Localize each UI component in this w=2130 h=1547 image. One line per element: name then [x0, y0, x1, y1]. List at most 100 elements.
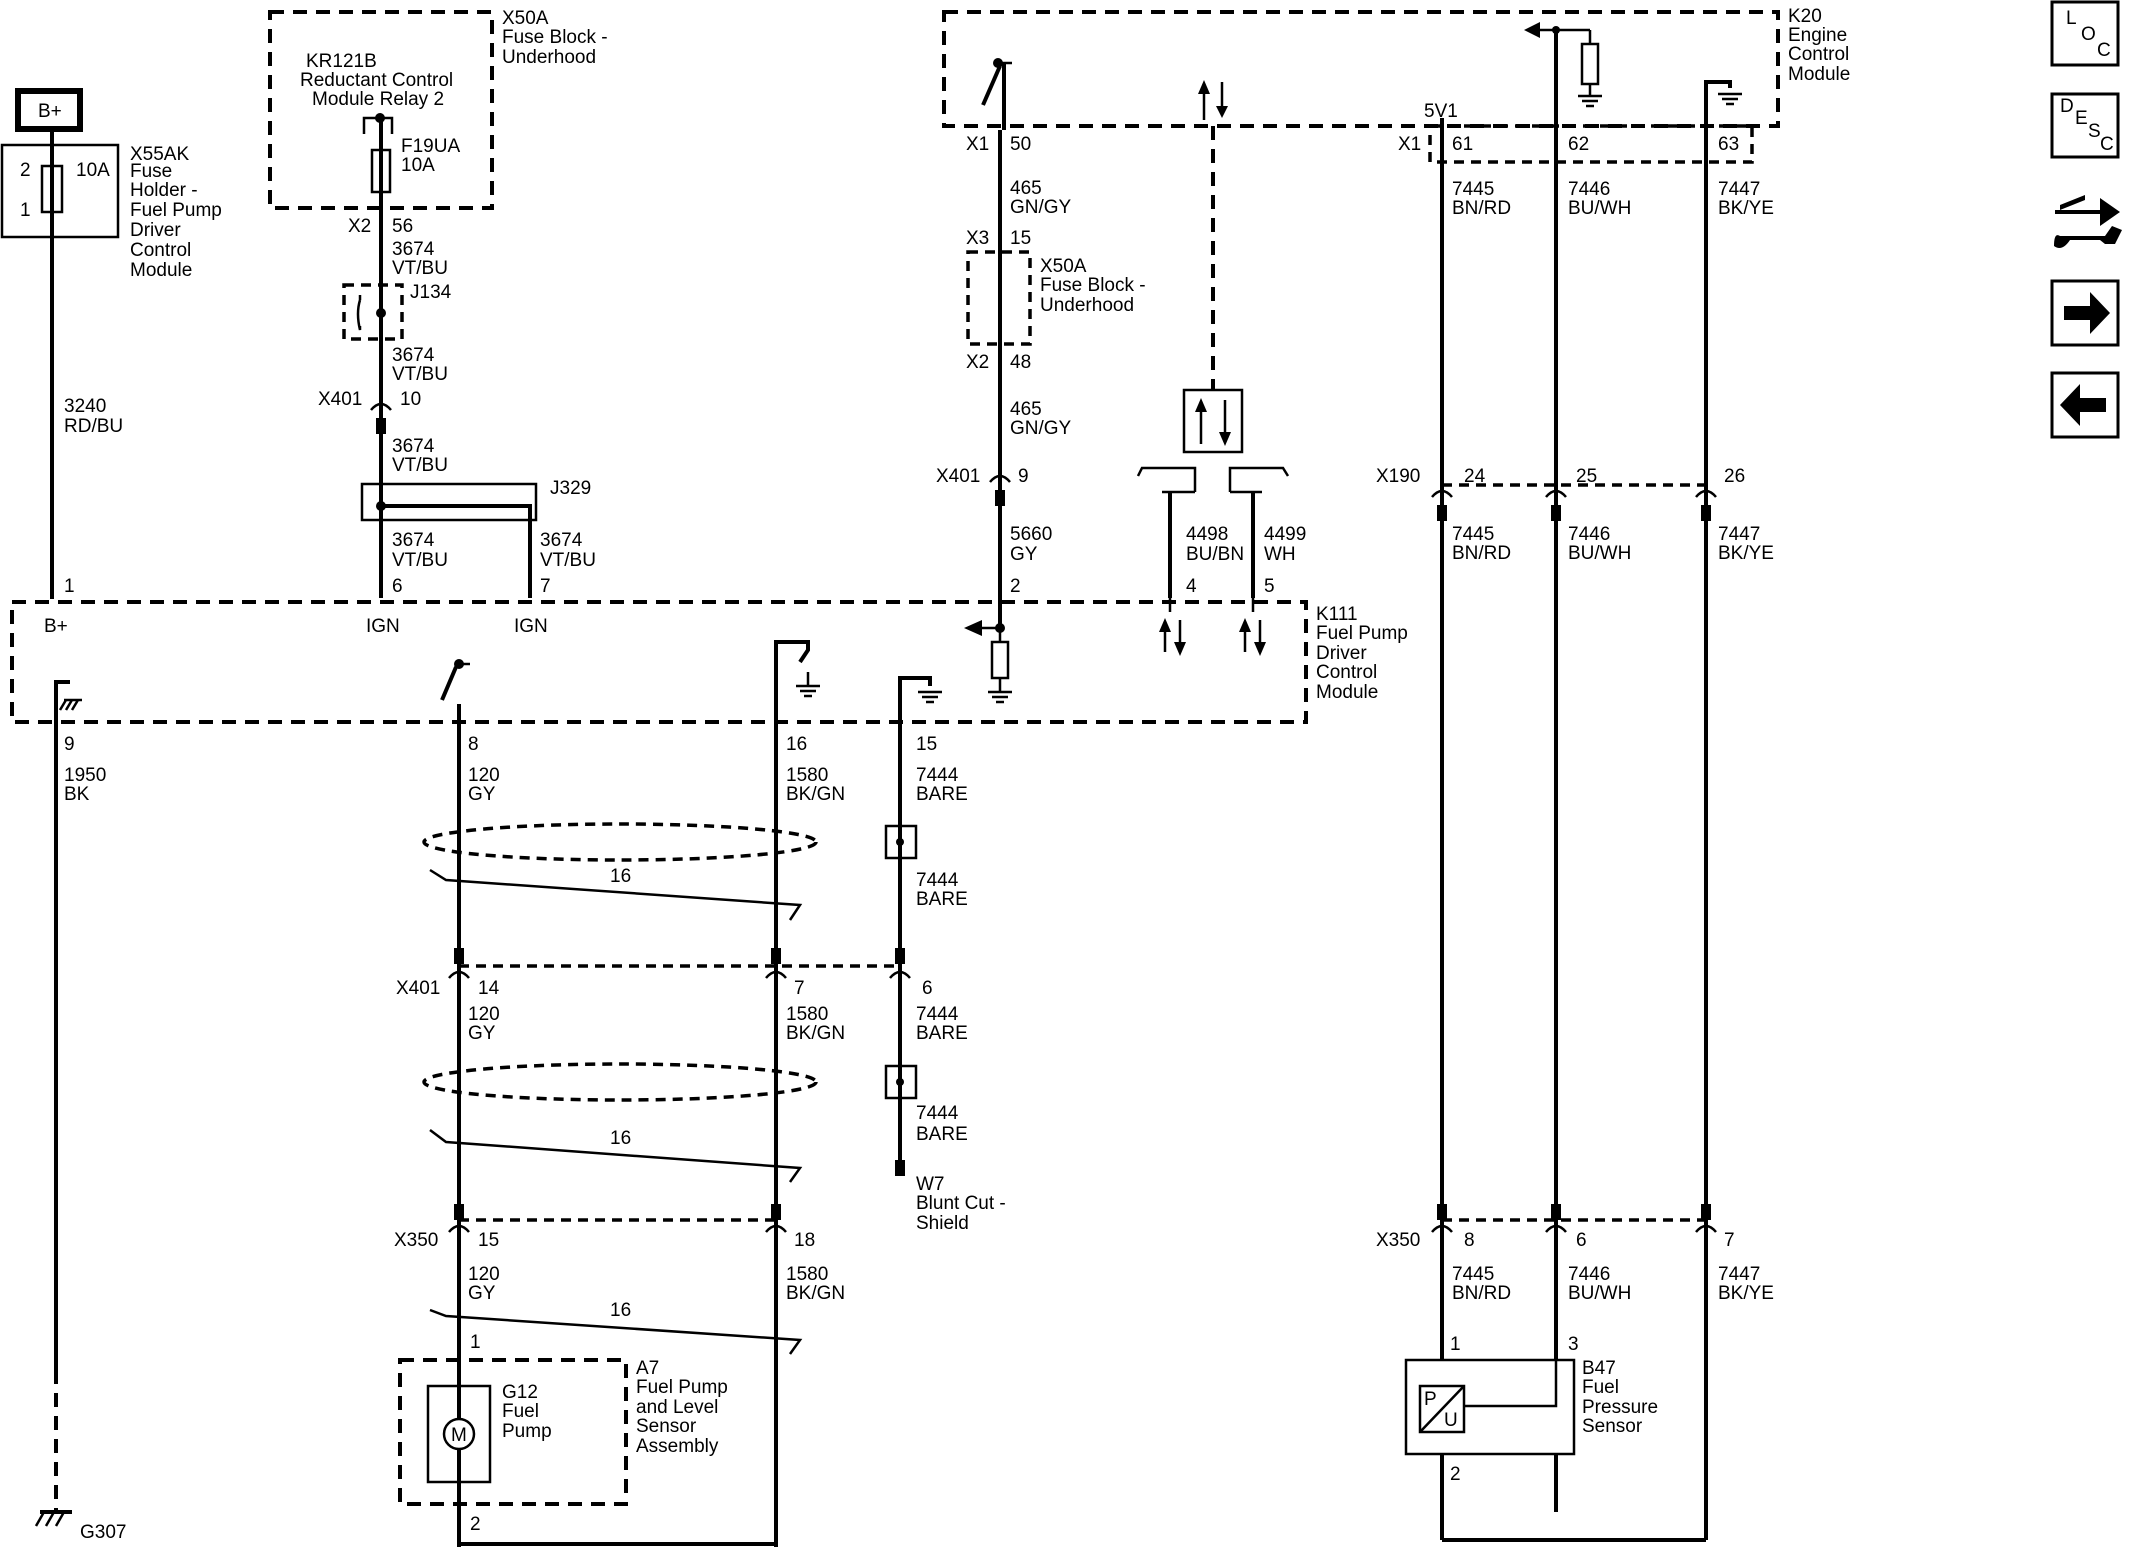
svg-text:J329: J329 — [550, 478, 591, 499]
svg-text:7446: 7446 — [1568, 524, 1610, 545]
svg-text:120 GY: 120 GY — [468, 1264, 505, 1304]
x190-connector: X190 24 25 26 — [1376, 466, 1745, 521]
svg-text:9: 9 — [1018, 466, 1029, 487]
svg-text:X1: X1 — [966, 134, 989, 155]
svg-text:61: 61 — [1452, 134, 1473, 155]
svg-text:2: 2 — [1010, 576, 1021, 597]
svg-text:7447: 7447 — [1718, 179, 1760, 200]
previous-arrow-button[interactable] — [2050, 371, 2120, 439]
svg-text:7444 BARE: 7444 BARE — [916, 870, 968, 910]
svg-text:7446: 7446 — [1568, 179, 1610, 200]
j329-splice: J329 — [360, 478, 591, 598]
wire-3240-label: 3240 RD/BU — [64, 396, 123, 437]
svg-text:56: 56 — [392, 216, 413, 237]
k111-fuel-pump-driver-control-module: K111 Fuel Pump Driver Control Module 1 6… — [10, 576, 1413, 755]
svg-text:X350: X350 — [1376, 1230, 1420, 1251]
loc-button[interactable]: L O C — [2050, 0, 2120, 67]
svg-text:X350: X350 — [394, 1230, 438, 1251]
svg-text:BK/YE: BK/YE — [1718, 198, 1774, 219]
svg-text:X401: X401 — [396, 978, 440, 999]
next-arrow-button[interactable] — [2050, 279, 2120, 347]
svg-text:D: D — [2060, 96, 2074, 117]
connector-tool-icon[interactable] — [2054, 195, 2122, 248]
arrow-right-icon — [2064, 292, 2110, 334]
twisted-pair-shield-2: 16 7444 BARE W7 Blunt Cut - Shield — [422, 1062, 1011, 1234]
svg-text:X401: X401 — [936, 466, 980, 487]
svg-text:5660 GY: 5660 GY — [1010, 524, 1058, 565]
svg-text:X2: X2 — [348, 216, 371, 237]
x55ak-label: X55AK Fuse Holder - Fuel Pump Driver Con… — [130, 144, 227, 281]
svg-text:X50A Fuse Block -: X50A Fuse Block - Underhood — [502, 8, 613, 68]
svg-text:C: C — [2097, 40, 2111, 61]
motor-symbol: M — [451, 1425, 467, 1446]
svg-text:15: 15 — [1010, 228, 1031, 249]
svg-text:3674 VT/BU: 3674 VT/BU — [540, 530, 596, 571]
svg-text:X50A Fuse Block -: X50A Fuse Block - Underhood — [1040, 256, 1151, 316]
svg-text:9: 9 — [64, 734, 75, 755]
svg-text:2: 2 — [470, 1514, 481, 1535]
svg-text:16: 16 — [786, 734, 807, 755]
svg-text:BU/WH: BU/WH — [1568, 198, 1631, 219]
svg-text:E: E — [2075, 108, 2088, 129]
svg-text:6: 6 — [392, 576, 403, 597]
svg-text:7446: 7446 — [1568, 1264, 1610, 1285]
arrow-left-icon — [2060, 384, 2106, 426]
b47-fuel-pressure-sensor: P U 1 3 2 B47 Fuel Pressure Sensor — [1404, 1220, 1663, 1485]
svg-text:5V1: 5V1 — [1424, 101, 1458, 122]
svg-text:2: 2 — [1450, 1464, 1461, 1485]
svg-text:IGN: IGN — [366, 616, 400, 637]
svg-text:7445: 7445 — [1452, 524, 1494, 545]
svg-text:1580 BK/GN: 1580 BK/GN — [786, 765, 845, 805]
svg-text:X3: X3 — [966, 228, 989, 249]
svg-text:C: C — [2100, 134, 2114, 155]
svg-text:1: 1 — [1450, 1334, 1461, 1355]
svg-text:BK/YE: BK/YE — [1718, 1283, 1774, 1304]
x50a-top-fuse-block: X50A Fuse Block - Underhood KR121B Reduc… — [268, 8, 613, 598]
x1-pin-50-switch: X1 50 — [966, 58, 1031, 155]
svg-text:10: 10 — [400, 389, 421, 410]
svg-text:48: 48 — [1010, 352, 1031, 373]
w7-blunt-cut-label: W7 Blunt Cut - Shield — [916, 1174, 1011, 1234]
desc-button[interactable]: D E S C — [2050, 92, 2120, 159]
svg-text:3674 VT/BU: 3674 VT/BU — [392, 345, 448, 385]
svg-text:8: 8 — [1464, 1230, 1475, 1251]
svg-text:X1: X1 — [1398, 134, 1421, 155]
svg-text:1: 1 — [470, 1332, 481, 1353]
svg-text:K111 Fuel Pump Dri: K111 Fuel Pump Driver Control Module — [1316, 604, 1413, 703]
svg-text:7445: 7445 — [1452, 179, 1494, 200]
serial-data-link — [1136, 80, 1290, 598]
svg-text:7445: 7445 — [1452, 1264, 1494, 1285]
svg-text:24: 24 — [1464, 466, 1486, 487]
svg-text:4: 4 — [1186, 576, 1197, 597]
twisted-pair-shield-1: 16 7444 BARE — [422, 822, 968, 921]
twisted-pair-3: 16 — [429, 1300, 803, 1355]
g307-ground: G307 — [34, 1510, 126, 1543]
x50a-mid-fuse-block: X3 15 X2 48 X50A Fuse Block - Underhood — [966, 228, 1151, 373]
svg-text:3: 3 — [1568, 1334, 1579, 1355]
svg-text:120 GY: 120 GY — [468, 1004, 505, 1044]
svg-text:25: 25 — [1576, 466, 1597, 487]
svg-text:7: 7 — [540, 576, 551, 597]
svg-text:7444 BARE: 7444 BARE — [916, 1103, 968, 1145]
svg-text:465 GN/GY: 465 GN/GY — [1010, 178, 1072, 218]
svg-text:6: 6 — [1576, 1230, 1587, 1251]
x350-right-connector: X350 8 6 7 — [1376, 1204, 1735, 1251]
svg-text:BK/YE: BK/YE — [1718, 543, 1774, 564]
svg-text:BN/RD: BN/RD — [1452, 1283, 1511, 1304]
x401-lower-connector: X401 14 7 6 — [396, 948, 933, 999]
svg-text:1: 1 — [64, 576, 75, 597]
g12-fuel-pump-label: G12 Fuel Pump — [502, 1382, 552, 1442]
svg-text:16: 16 — [610, 1300, 631, 1321]
svg-text:1950 BK: 1950 BK — [64, 765, 112, 805]
svg-text:P: P — [1424, 1389, 1437, 1410]
svg-text:BU/WH: BU/WH — [1568, 543, 1631, 564]
svg-text:8: 8 — [468, 734, 479, 755]
svg-text:465 GN/GY: 465 GN/GY — [1010, 399, 1072, 439]
svg-text:BN/RD: BN/RD — [1452, 543, 1511, 564]
svg-text:14: 14 — [478, 978, 500, 999]
x401-connector-10: X401 10 — [318, 389, 421, 434]
svg-text:B47 Fuel Pressure: B47 Fuel Pressure Sensor — [1582, 1358, 1663, 1437]
svg-text:16: 16 — [610, 866, 631, 887]
svg-text:1580 BK/GN: 1580 BK/GN — [786, 1004, 845, 1044]
